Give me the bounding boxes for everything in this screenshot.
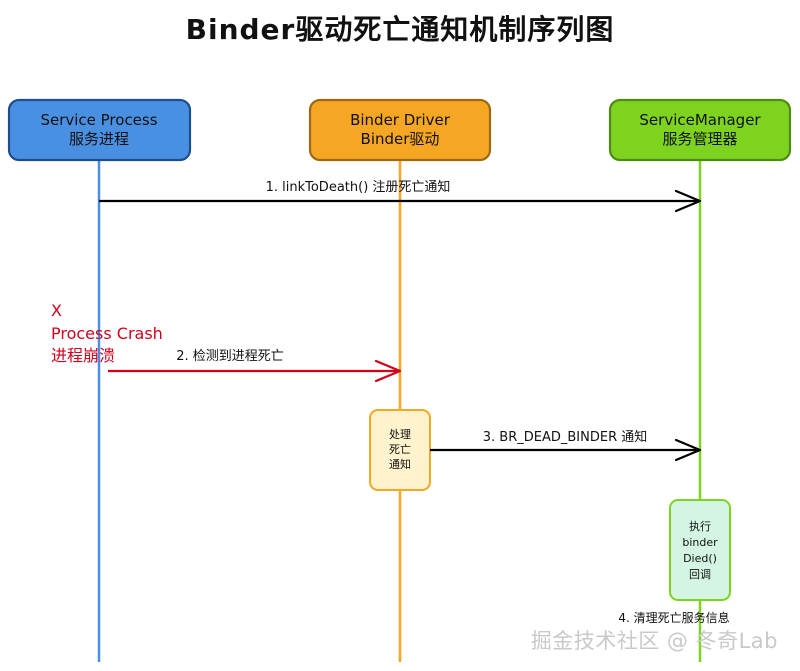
diagram-title: Binder驱动死亡通知机制序列图	[185, 13, 615, 46]
crash-mark: X	[51, 301, 62, 320]
message-label: 3. BR_DEAD_BINDER 通知	[483, 429, 647, 445]
message-link-to-death: 1. linkToDeath() 注册死亡通知	[99, 179, 702, 213]
activation-text: 处理	[389, 428, 411, 441]
activation-text: 执行	[689, 519, 711, 533]
participant-name: ServiceManager	[639, 111, 761, 129]
activation-binder-died-callback: 执行 binder Died() 回调	[669, 499, 731, 601]
activation-text: Died()	[683, 552, 717, 565]
message-label: 1. linkToDeath() 注册死亡通知	[266, 179, 451, 195]
participant-service-manager[interactable]: ServiceManager 服务管理器	[608, 98, 792, 162]
participant-subtitle: Binder驱动	[361, 130, 440, 148]
message-detect-death: 2. 检测到进程死亡	[108, 349, 402, 383]
participant-name: Service Process	[40, 111, 157, 129]
message-label: 2. 检测到进程死亡	[176, 349, 284, 364]
crash-label-cn: 进程崩溃	[51, 346, 115, 365]
participant-box	[7, 98, 192, 162]
watermark: 掘金技术社区 @ 冬奇Lab	[530, 629, 778, 653]
crash-label: Process Crash	[51, 324, 163, 343]
activation-text: 死亡	[389, 442, 411, 456]
participant-box	[308, 98, 492, 162]
participant-binder-driver[interactable]: Binder Driver Binder驱动	[308, 98, 492, 162]
participant-service-process[interactable]: Service Process 服务进程	[7, 98, 192, 162]
activation-text: 通知	[389, 457, 411, 471]
activation-text: 回调	[689, 568, 711, 581]
participant-name: Binder Driver	[350, 111, 451, 129]
participant-subtitle: 服务进程	[69, 130, 129, 148]
activation-text: binder	[682, 536, 718, 549]
process-crash-annotation: X Process Crash 进程崩溃	[51, 301, 163, 365]
activation-handle-death-notice: 处理 死亡 通知	[369, 409, 431, 491]
arrowhead	[674, 189, 702, 213]
participant-box	[608, 98, 792, 162]
message-br-dead-binder: 3. BR_DEAD_BINDER 通知	[430, 429, 702, 462]
arrowhead	[674, 438, 702, 462]
activation-box	[669, 499, 731, 601]
message-cleanup-label: 4. 清理死亡服务信息	[618, 610, 729, 625]
arrowhead	[374, 359, 402, 383]
participant-subtitle: 服务管理器	[662, 130, 737, 148]
